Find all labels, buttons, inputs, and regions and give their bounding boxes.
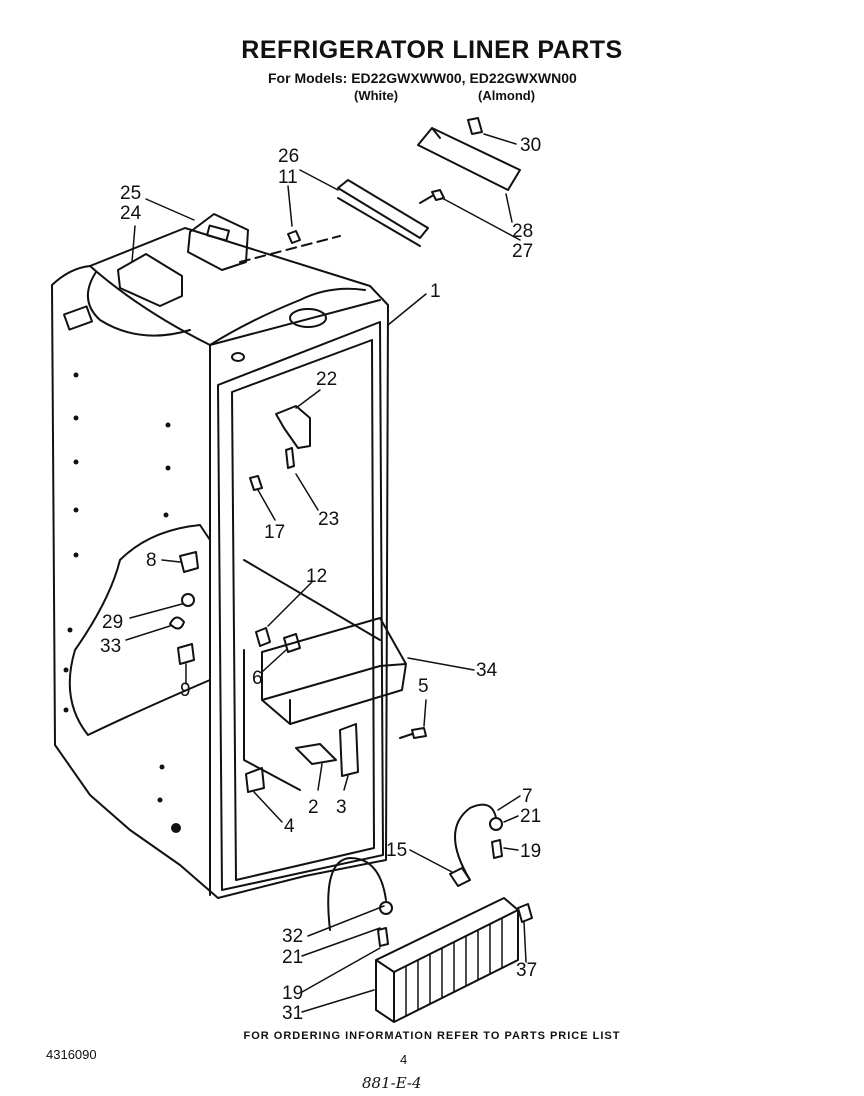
part-23-screw: [285, 447, 295, 469]
valve-assembly: [327, 803, 533, 1023]
callout-19-upper: 19: [520, 841, 541, 862]
part-12-clip-right: [283, 633, 301, 653]
callout-21-upper: 21: [520, 806, 541, 827]
callout-15: 15: [386, 840, 407, 861]
ordering-note: FOR ORDERING INFORMATION REFER TO PARTS …: [243, 1030, 621, 1042]
liner-top-ridge: [209, 287, 366, 346]
part-33-bulb: [169, 616, 185, 630]
part-30-clip: [467, 117, 483, 135]
part-21-nut-lower: [379, 901, 393, 915]
part-12-clip-left: [255, 627, 271, 647]
liner-top-oval: [289, 308, 327, 328]
part-29-grommet: [181, 593, 195, 607]
callout-22: 22: [316, 369, 337, 390]
part-30-bracket: [417, 127, 521, 191]
part-8-clip: [179, 551, 199, 573]
callout-31: 31: [282, 1003, 303, 1024]
liner-cabinet: [51, 227, 389, 899]
inner-components: [169, 405, 427, 793]
callout-32: 32: [282, 926, 303, 947]
dash-line-top: [239, 235, 341, 263]
callout-26: 26: [278, 146, 299, 167]
part-22-bracket: [275, 405, 311, 449]
callout-11: 11: [278, 167, 298, 188]
part-19-ferrule-upper: [491, 839, 503, 859]
callout-7: 7: [522, 786, 533, 807]
callout-34: 34: [476, 660, 498, 681]
part-25-window: [206, 224, 230, 242]
callout-21-lower: 21: [282, 947, 303, 968]
part-34-shelf: [261, 617, 407, 725]
part-32-tube: [327, 857, 387, 931]
part-37-screw: [517, 903, 533, 923]
callout-5: 5: [418, 676, 429, 697]
callout-19-lower: 19: [282, 983, 303, 1004]
document-number: 4316090: [46, 1047, 97, 1062]
callout-24: 24: [120, 203, 142, 224]
liner-shelf-line: [243, 559, 381, 641]
liner-side-holes: [63, 372, 181, 833]
callout-12: 12: [306, 566, 327, 587]
callout-1: 1: [430, 281, 441, 302]
liner-outer-outline: [51, 227, 389, 899]
variant-almond-label: (Almond): [478, 88, 536, 103]
variant-white-label: (White): [354, 88, 399, 103]
callout-30: 30: [520, 135, 541, 156]
callout-3: 3: [336, 797, 347, 818]
part-4-block: [245, 767, 265, 793]
callout-25: 25: [120, 183, 141, 204]
tray-ribs: [405, 917, 503, 1017]
liner-rear-edge: [243, 649, 301, 791]
part-2-guide: [295, 743, 337, 765]
harness-wire: [87, 271, 191, 337]
part-27-screw: [419, 189, 445, 204]
callout-17: 17: [264, 522, 285, 543]
callout-4: 4: [284, 816, 295, 837]
callout-23: 23: [318, 509, 339, 530]
callout-27: 27: [512, 241, 533, 262]
liner-top-edge: [89, 265, 381, 346]
handwritten-mark: 881-E-4: [362, 1074, 422, 1092]
callout-6: 6: [252, 668, 263, 689]
callout-28: 28: [512, 221, 533, 242]
leader-lines: [125, 133, 527, 1013]
callout-8: 8: [146, 550, 157, 571]
part-5-screw: [399, 727, 427, 739]
part-11-screw: [287, 230, 301, 244]
part-21-nut-upper: [489, 817, 503, 831]
part-25-cover: [187, 213, 249, 271]
part-31-drip-tray: [375, 897, 519, 1023]
page-number: 4: [400, 1052, 408, 1067]
liner-top-hole: [231, 352, 245, 362]
part-15-valve: [449, 867, 471, 887]
callout-labels: 30 26 11 25 24 28 27 1 22 23 17 12 8 29 …: [100, 135, 541, 1024]
part-24-housing: [117, 253, 183, 307]
callout-9: 9: [180, 680, 191, 701]
part-19-ferrule-lower: [377, 927, 389, 947]
page-title: REFRIGERATOR LINER PARTS: [241, 36, 623, 64]
part-26-rail: [337, 179, 429, 247]
callout-29: 29: [102, 612, 123, 633]
callout-2: 2: [308, 797, 319, 818]
liner-front-rim: [217, 321, 384, 891]
liner-left-cutout: [68, 524, 211, 736]
liner-front-rim-inner: [231, 339, 375, 881]
liner-top-slot: [62, 305, 94, 331]
top-components: [87, 117, 521, 337]
part-3-bracket: [339, 723, 359, 777]
models-line: For Models: ED22GWXWW00, ED22GWXWN00: [268, 70, 577, 86]
callout-37: 37: [516, 960, 537, 981]
part-17-screw: [249, 475, 263, 491]
callout-33: 33: [100, 636, 121, 657]
part-9-clip: [177, 643, 195, 665]
part-7-tube: [454, 803, 497, 881]
